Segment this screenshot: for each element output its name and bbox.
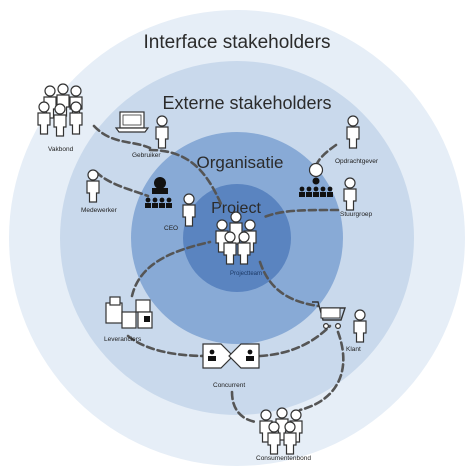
connector-vakbond-gebruiker [92, 124, 152, 150]
concurrent-icon [202, 343, 260, 369]
vakbond-icon [37, 83, 83, 137]
leveranciers-boxes-icon [105, 296, 153, 329]
laptop-icon [114, 111, 150, 133]
label-klant: Klant [346, 346, 361, 353]
ceo-org-icon [145, 177, 172, 208]
ring-label-project: Project [211, 200, 261, 217]
ring-label-externe: Externe stakeholders [162, 93, 331, 113]
label-stuurgroep: Stuurgroep [340, 211, 373, 218]
label-leveranciers: Leveranciers [104, 336, 142, 343]
connector-concurrent-klant [258, 324, 332, 358]
connector-leveranciers-concurrent [126, 334, 208, 358]
ring-label-interface: Interface stakeholders [144, 32, 331, 53]
label-consumentenbond: Consumentenbond [256, 455, 311, 462]
shopping-cart-icon [312, 301, 346, 330]
connector-stuurgroep-project [260, 208, 340, 220]
connector-leveranciers-project [130, 240, 212, 298]
label-vakbond: Vakbond [48, 146, 74, 153]
label-projectteam: Projectteam [230, 271, 262, 277]
connector-gebruiker-project [148, 148, 224, 208]
label-medewerker: Medewerker [81, 207, 118, 214]
connector-medewerker-ceo [94, 170, 150, 198]
label-concurrent: Concurrent [213, 382, 245, 389]
stuurgroep-org-icon [299, 162, 333, 197]
label-opdrachtgever: Opdrachtgever [335, 158, 379, 165]
connector-klant-consumentenbond [298, 330, 345, 412]
label-ceo: CEO [164, 225, 178, 232]
connector-project-klant [258, 260, 320, 308]
ring-label-organisatie: Organisatie [197, 153, 284, 172]
connector-concurrent-consumentenbond [230, 390, 258, 424]
label-gebruiker: Gebruiker [132, 152, 161, 159]
